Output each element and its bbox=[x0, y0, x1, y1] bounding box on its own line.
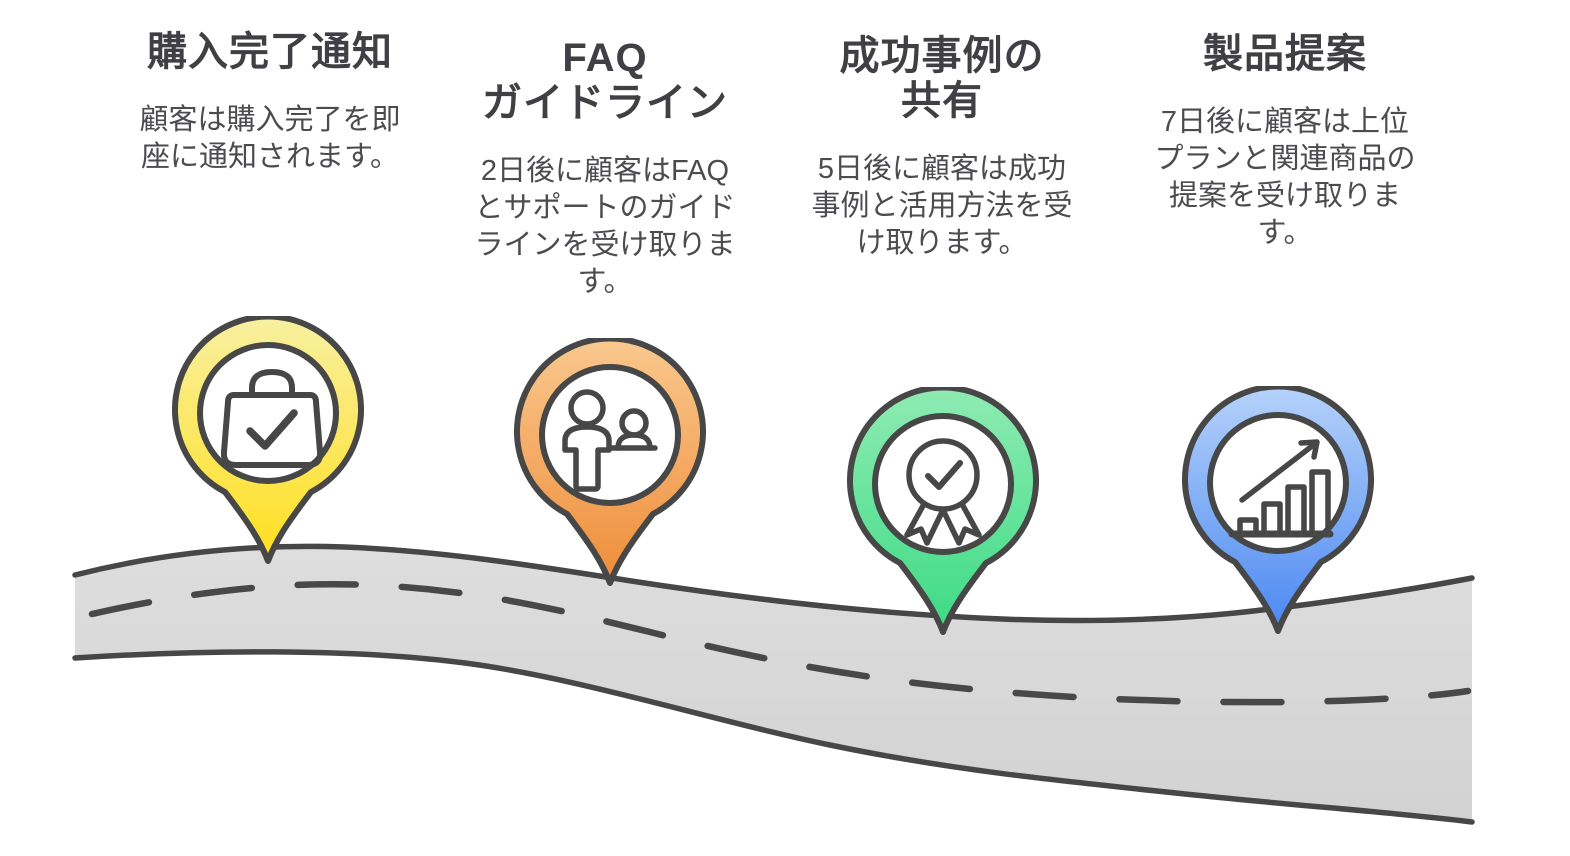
milestone-success-story-sharing: 成功事例の 共有 5日後に顧客は成功 事例と活用方法を受 け取ります。 bbox=[792, 34, 1092, 262]
pin-success-story-sharing bbox=[847, 387, 1039, 635]
milestone-title: 製品提案 bbox=[1203, 32, 1367, 76]
growth-chart-icon bbox=[1228, 439, 1334, 538]
milestone-product-proposal: 製品提案 7日後に顧客は上位 プランと関連商品の 提案を受け取りま す。 bbox=[1135, 32, 1435, 252]
milestone-title: 成功事例の 共有 bbox=[839, 34, 1045, 123]
pin-faq-guidelines bbox=[514, 338, 706, 586]
support-people-icon bbox=[562, 389, 658, 492]
milestone-title: FAQ ガイドライン bbox=[482, 36, 728, 125]
milestone-description: 2日後に顧客はFAQ とサポートのガイド ラインを受け取りま す。 bbox=[474, 155, 736, 298]
road-centerline bbox=[88, 580, 1472, 706]
milestone-purchase-completion-notice: 購入完了通知 顧客は購入完了を即 座に通知されます。 bbox=[120, 30, 420, 176]
award-ribbon-icon bbox=[904, 438, 982, 546]
shopping-bag-check-icon bbox=[220, 369, 324, 468]
road-edge-bottom bbox=[72, 649, 1475, 825]
milestone-faq-guidelines: FAQ ガイドライン 2日後に顧客はFAQ とサポートのガイド ラインを受け取り… bbox=[455, 36, 755, 301]
road-surface bbox=[75, 546, 1472, 822]
milestone-title: 購入完了通知 bbox=[147, 30, 393, 74]
pin-product-proposal bbox=[1182, 386, 1374, 634]
milestone-description: 5日後に顧客は成功 事例と活用方法を受 け取ります。 bbox=[811, 153, 1073, 259]
milestone-description: 7日後に顧客は上位 プランと関連商品の 提案を受け取りま す。 bbox=[1154, 106, 1416, 249]
pin-purchase-completion bbox=[172, 316, 364, 564]
road-edge-top bbox=[72, 543, 1475, 624]
pin-inner-circle bbox=[197, 342, 339, 484]
milestone-description: 顧客は購入完了を即 座に通知されます。 bbox=[139, 104, 401, 173]
